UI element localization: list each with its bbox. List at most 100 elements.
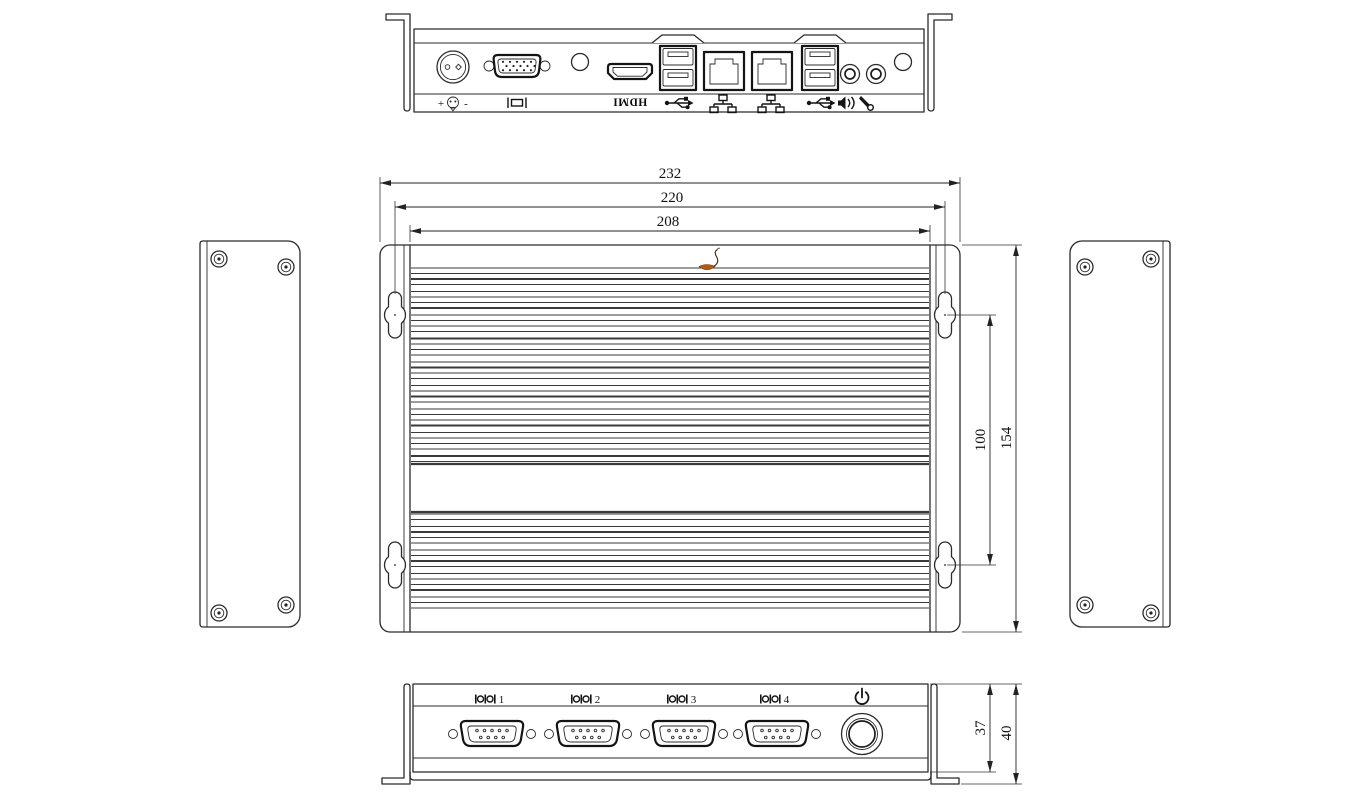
serial-icon-bar	[769, 694, 772, 704]
power-symbol-icon	[854, 687, 870, 705]
vga-pins	[501, 60, 536, 72]
db9-pin	[490, 728, 494, 733]
db9-screw-hole	[526, 729, 536, 739]
plan-view: 232 220 208 100 154	[379, 166, 1022, 633]
screw	[1142, 250, 1160, 268]
svg-text:154: 154	[999, 426, 1015, 449]
screw	[210, 604, 228, 622]
db9-pin	[597, 735, 601, 740]
db9-pin	[578, 728, 583, 733]
hdmi-label: HDMI	[613, 96, 648, 108]
serial-icon-bar	[676, 694, 679, 704]
db9-screw-hole	[622, 729, 632, 739]
slot-center-mark	[944, 314, 946, 316]
db9-pin	[582, 735, 586, 740]
serial-icon-circle	[486, 695, 494, 703]
usb-icon-1	[664, 96, 694, 110]
serial-icon-bar	[667, 694, 669, 704]
db9-pin	[760, 728, 764, 733]
serial-icon-bar	[580, 694, 583, 704]
serial-ports-group: 1 2 3 4	[448, 694, 821, 748]
db9-pin	[682, 728, 686, 733]
serial-icon-circle	[761, 695, 770, 703]
db9-pin	[574, 735, 579, 740]
serial-icon-bar	[571, 694, 573, 704]
serial-port-label: 1	[475, 694, 504, 706]
db9-pin	[678, 735, 682, 740]
db9-pin	[775, 728, 779, 733]
db9-pin	[771, 735, 775, 740]
db9-pin	[497, 728, 502, 733]
serial-icon-circle	[678, 695, 686, 703]
dim-slot-span: 220	[394, 190, 946, 294]
db9-pin	[782, 728, 787, 733]
antenna-hole-right	[893, 52, 913, 72]
audio-jack-lineout	[839, 63, 861, 85]
serial-port-number: 2	[595, 694, 601, 706]
serial-icon-bar	[760, 694, 762, 704]
db9-screw-hole	[448, 729, 458, 739]
svg-text:40: 40	[999, 726, 1015, 741]
db9-pin	[693, 735, 697, 740]
ethernet-port-1	[702, 50, 746, 92]
serial-icon-circle	[476, 695, 485, 703]
serial-port-number: 4	[784, 694, 790, 706]
db9-screw-hole	[718, 729, 728, 739]
db9-pin	[779, 735, 783, 740]
serial-icon-bar	[686, 694, 688, 704]
serial-icon-circle	[771, 695, 779, 703]
dim-overall-width: 232	[379, 166, 961, 242]
serial-port-label: 3	[667, 694, 697, 706]
serial-port-number: 3	[691, 694, 697, 706]
front-right-bracket	[930, 683, 960, 785]
db9-pin	[667, 728, 671, 733]
db9-screw-hole	[544, 729, 554, 739]
db9-pin	[686, 735, 690, 740]
db9-pin	[478, 735, 483, 740]
svg-text:208: 208	[657, 214, 680, 230]
db9-serial-port	[544, 719, 632, 748]
screw	[277, 596, 295, 614]
dim-overall-height: 40	[961, 684, 1022, 785]
serial-icon-bar	[484, 694, 487, 704]
serial-icon-circle	[668, 695, 677, 703]
db9-pin	[601, 728, 605, 733]
screw	[210, 250, 228, 268]
rear-right-bracket	[927, 13, 953, 112]
slot-center-mark	[394, 564, 396, 566]
right-side-view	[1069, 240, 1171, 628]
mic-icon	[859, 96, 874, 111]
power-button	[840, 712, 884, 756]
screw	[1076, 596, 1094, 614]
antenna-hole-left	[570, 52, 590, 72]
db9-serial-port	[640, 719, 728, 748]
serial-icon-bar	[779, 694, 781, 704]
svg-text:220: 220	[661, 190, 684, 206]
serial-icon-bar	[494, 694, 496, 704]
rear-usb2-bump	[793, 34, 847, 44]
usb-icon-2	[806, 96, 836, 110]
db9-serial-port	[733, 719, 821, 748]
usb-stack-2	[800, 44, 840, 92]
db9-pin	[571, 728, 575, 733]
db9-pin	[505, 728, 509, 733]
ethernet-port-2	[750, 50, 794, 92]
db9-pin	[786, 735, 790, 740]
stain-mark	[698, 247, 721, 271]
db9-serial-port	[448, 719, 536, 748]
db9-pin	[689, 728, 694, 733]
db9-screw-hole	[811, 729, 821, 739]
dim-slot-vertical-span: 100	[947, 314, 996, 566]
slot-center-mark	[394, 314, 396, 316]
serial-icon-circle	[572, 695, 581, 703]
svg-text:37: 37	[973, 720, 989, 736]
db9-pin	[475, 728, 479, 733]
db9-pin	[590, 735, 594, 740]
screw	[1076, 258, 1094, 276]
db9-pin	[494, 735, 498, 740]
db9-pin	[593, 728, 598, 733]
serial-port-label: 4	[760, 694, 790, 706]
db9-screw-hole	[733, 729, 743, 739]
